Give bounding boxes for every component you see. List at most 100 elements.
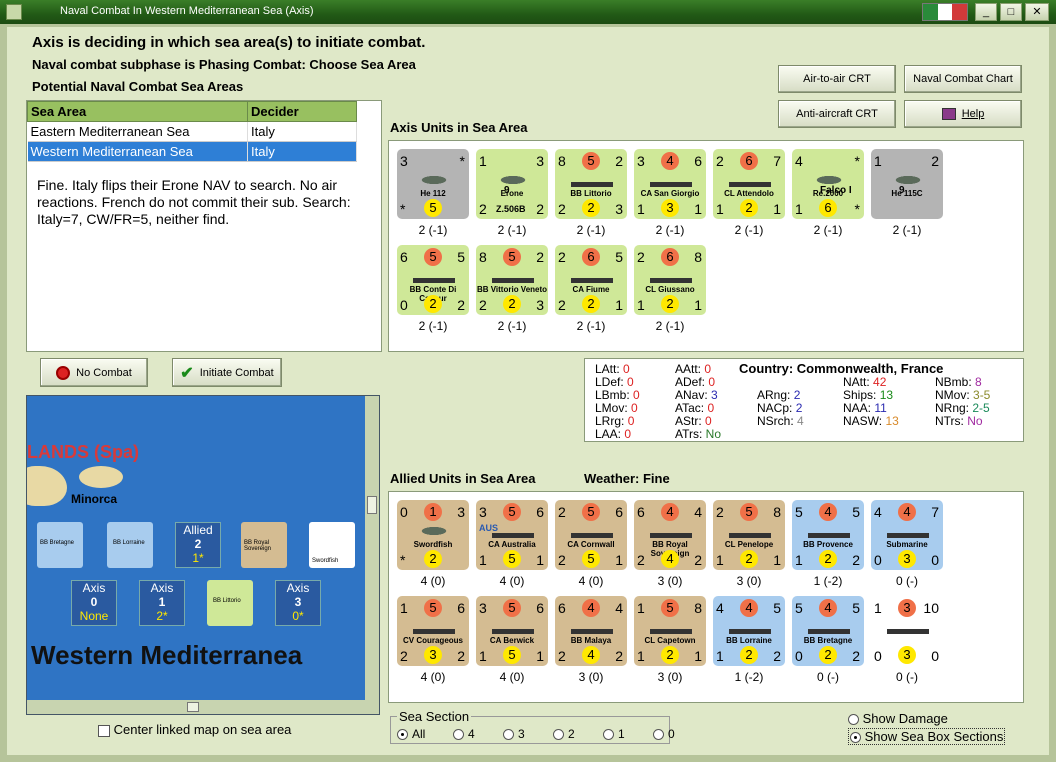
center-map-checkbox[interactable] — [98, 724, 110, 737]
scroll-thumb[interactable] — [187, 702, 199, 712]
map-counter[interactable]: BB Bretagne — [37, 522, 83, 568]
unit-strength: 0 (-) — [817, 670, 839, 684]
counter-label: Swordfish — [312, 558, 339, 564]
ship-silhouette-icon — [808, 530, 850, 538]
unit-strength: 0 (-) — [896, 670, 918, 684]
radio-button[interactable] — [453, 728, 464, 740]
help-button[interactable]: Help — [904, 100, 1022, 128]
naval-combat-chart-button[interactable]: Naval Combat Chart — [904, 65, 1022, 93]
map-counter[interactable]: BB Lorraine — [107, 522, 153, 568]
map-counter[interactable]: Swordfish — [309, 522, 355, 568]
island-majorca — [27, 466, 67, 506]
radio-button[interactable] — [397, 728, 408, 740]
sea-section-option[interactable]: 1 — [603, 727, 653, 741]
stat-item: NACp: 2 — [757, 402, 804, 415]
radio-button[interactable] — [553, 728, 564, 740]
radio-button[interactable] — [603, 728, 614, 740]
unit-name: CA Berwick — [489, 636, 535, 645]
notes-text[interactable]: Fine. Italy flips their Erone NAV to sea… — [37, 177, 351, 227]
italy-flag-icon — [922, 3, 968, 21]
unit-counter[interactable]: 3*He 112*5 — [397, 149, 469, 219]
map-counter[interactable]: BB Royal Sovereign — [241, 522, 287, 568]
unit-name: CL Penelope — [724, 540, 774, 549]
map-hscrollbar[interactable] — [27, 700, 379, 714]
scroll-thumb[interactable] — [367, 496, 377, 514]
show-damage-option[interactable]: Show Damage — [848, 711, 948, 726]
show-damage-radio[interactable] — [848, 714, 859, 726]
unit-bl: 2 — [637, 552, 645, 568]
unit-tr: 5 — [457, 249, 465, 265]
radio-button[interactable] — [653, 728, 664, 740]
radio-button[interactable] — [503, 728, 514, 740]
show-boxes-radio[interactable] — [850, 732, 861, 744]
linked-map[interactable]: LANDS (Spa) Minorca BB Bretagne BB Lorra… — [26, 395, 380, 715]
unit-tr: 8 — [694, 249, 702, 265]
anti-aircraft-crt-button[interactable]: Anti-aircraft CRT — [778, 100, 896, 128]
radio-label: 0 — [668, 727, 675, 741]
show-boxes-option[interactable]: Show Sea Box Sections — [848, 728, 1006, 745]
unit-br: 2 — [694, 552, 702, 568]
box-value: 2 — [194, 537, 202, 551]
unit-attack: 5 — [424, 248, 442, 266]
unit-br: 1 — [773, 552, 781, 568]
sea-section-option[interactable]: 2 — [553, 727, 603, 741]
sea-section-option[interactable]: 4 — [453, 727, 503, 741]
no-combat-button[interactable]: No Combat — [40, 358, 148, 387]
unit-tl: 3 — [637, 153, 645, 169]
center-map-option[interactable]: Center linked map on sea area — [98, 722, 291, 737]
unit-bl: 2 — [479, 297, 487, 313]
center-map-label: Center linked map on sea area — [113, 722, 292, 737]
minimize-button[interactable]: _ — [975, 3, 997, 21]
close-button[interactable]: ✕ — [1025, 3, 1049, 21]
sea-section-option[interactable]: 0 — [653, 727, 703, 741]
sea-section-option[interactable]: All — [397, 727, 453, 741]
unit-bl: 2 — [400, 648, 408, 664]
unit-defense: 3 — [898, 646, 916, 664]
unit-br: 1 — [773, 201, 781, 217]
stat-item: LMov: 0 — [595, 402, 640, 415]
unit-tr: 6 — [536, 600, 544, 616]
map-vscrollbar[interactable] — [365, 396, 379, 702]
stat-key: ANav: — [675, 388, 712, 402]
air-to-air-crt-button[interactable]: Air-to-air CRT — [778, 65, 896, 93]
maximize-button[interactable]: □ — [1000, 3, 1022, 21]
map-counter[interactable]: BB Littorio — [207, 580, 253, 626]
unit-tl: 2 — [716, 504, 724, 520]
initiate-combat-button[interactable]: ✔Initiate Combat — [172, 358, 282, 387]
status-line-1: Axis is deciding in which sea area(s) to… — [32, 34, 426, 51]
sea-section-option[interactable]: 3 — [503, 727, 553, 741]
unit-tl: 4 — [874, 504, 882, 520]
stat-item: ATac: 0 — [675, 402, 721, 415]
